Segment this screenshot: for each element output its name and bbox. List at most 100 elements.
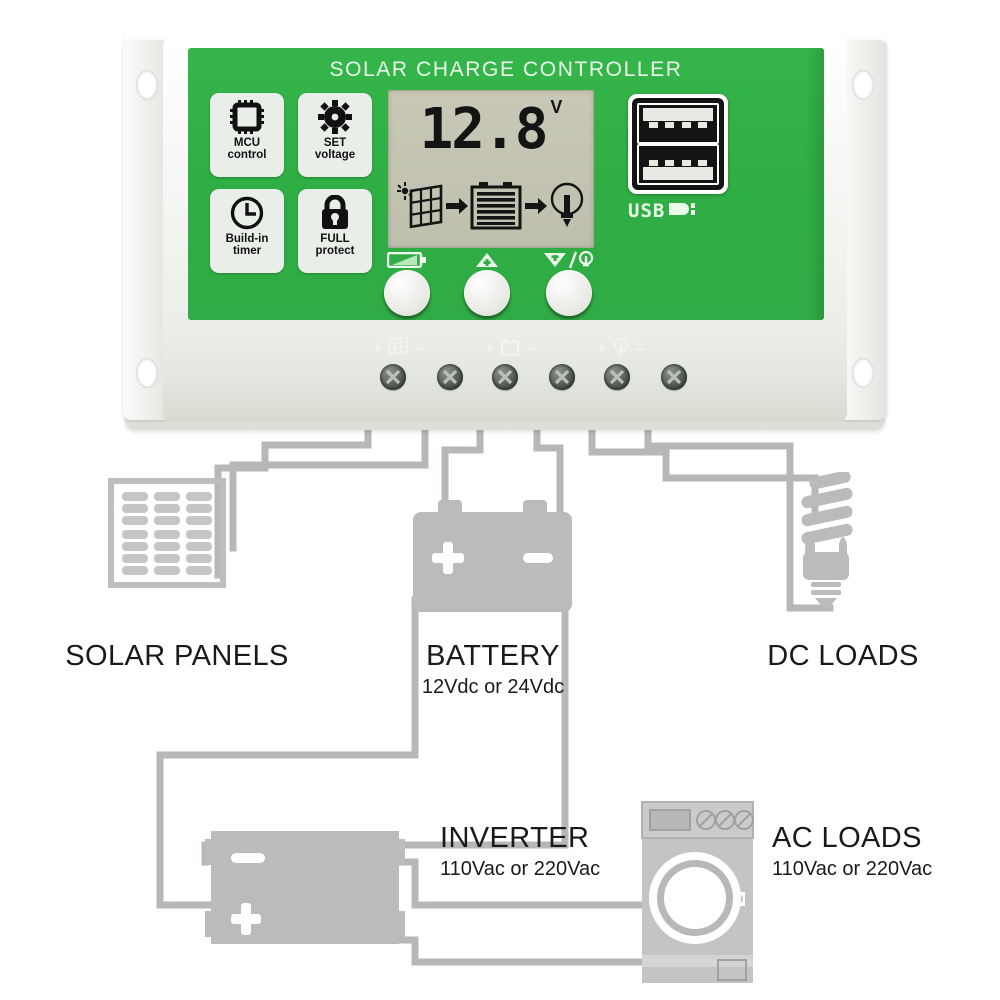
badge-label-line2: control xyxy=(227,149,267,161)
solar-panel-icon xyxy=(387,335,409,361)
button-row xyxy=(382,251,598,316)
terminal-screw-solar-minus[interactable] xyxy=(437,364,463,390)
wire-solar-minus xyxy=(229,426,429,552)
mount-hole xyxy=(852,70,874,100)
chip-icon xyxy=(210,97,284,137)
badge-label-line1: SET xyxy=(323,137,347,149)
wire-solar-plus xyxy=(214,426,372,579)
mount-hole xyxy=(136,70,158,100)
terminal-screws xyxy=(163,364,847,404)
badge-label-line1: FULL xyxy=(320,233,350,245)
terminal-marking-load: + − xyxy=(597,337,645,361)
mounting-flange-right xyxy=(839,40,887,420)
badge-label-line2: timer xyxy=(232,245,262,257)
usb-port-2[interactable] xyxy=(637,144,719,185)
terminal-strip: + − + − xyxy=(163,330,847,422)
terminal-screw-load-plus[interactable] xyxy=(604,364,630,390)
badge-label-line2: voltage xyxy=(314,149,356,161)
label-title: AC LOADS xyxy=(772,822,922,854)
wire-inverter-to-acload-2 xyxy=(396,936,649,966)
label-title: INVERTER xyxy=(440,822,590,854)
badge-buildin-timer: Build-in timer xyxy=(210,189,284,273)
arrow-right-icon xyxy=(445,197,468,219)
usb-label-group: USB xyxy=(628,200,732,222)
up-button[interactable] xyxy=(464,270,510,316)
usb-tongue xyxy=(643,167,713,180)
solar-panel-icon xyxy=(397,181,443,236)
label-subtitle: 110Vac or 220Vac xyxy=(440,858,601,880)
battery-icon xyxy=(499,337,521,361)
terminal-screw-load-minus[interactable] xyxy=(661,364,687,390)
ac-load-component xyxy=(640,800,755,990)
label-dc-loads: DC LOADS xyxy=(728,640,958,673)
badge-label-line2: protect xyxy=(315,245,355,257)
voltage-unit: V xyxy=(550,97,563,117)
voltage-value: 12.8 xyxy=(419,97,549,162)
badge-set-voltage: SET voltage xyxy=(298,93,372,177)
up-arrow-plus-icon xyxy=(462,252,512,268)
solar-panel-component xyxy=(108,478,226,593)
battery-icon xyxy=(470,181,522,235)
terminal-marking-battery: + − xyxy=(485,338,535,360)
wire-dc-minus xyxy=(644,426,834,612)
lock-icon xyxy=(298,193,372,233)
terminal-plus: + xyxy=(485,340,494,358)
arrow-right-icon xyxy=(524,197,547,219)
terminal-minus: − xyxy=(413,340,423,358)
badge-label-line1: MCU xyxy=(233,137,261,149)
label-title: SOLAR PANELS xyxy=(65,640,289,672)
down-arrow-bulb-icon xyxy=(540,251,598,269)
terminal-minus: − xyxy=(635,340,645,358)
clock-icon xyxy=(210,193,284,233)
wire-inverter-to-acload-1 xyxy=(396,858,649,909)
mount-hole xyxy=(852,358,874,388)
terminal-plus: + xyxy=(597,340,606,358)
terminal-marking-solar: + − xyxy=(373,335,423,361)
label-solar-panels: SOLAR PANELS xyxy=(62,640,292,673)
down-light-button[interactable] xyxy=(546,270,592,316)
badge-label-line1: Build-in xyxy=(225,233,269,245)
terminal-screw-battery-plus[interactable] xyxy=(492,364,518,390)
label-battery: BATTERY 12Vdc or 24Vdc xyxy=(378,640,608,699)
usb-port-1[interactable] xyxy=(637,103,719,144)
terminal-screw-battery-minus[interactable] xyxy=(549,364,575,390)
bulb-icon xyxy=(549,181,585,236)
label-subtitle: 12Vdc or 24Vdc xyxy=(421,676,565,698)
battery-component xyxy=(405,500,580,617)
usb-pins xyxy=(649,122,707,128)
wire-batt-minus xyxy=(533,426,564,514)
usb-pins xyxy=(649,160,707,166)
battery-slash-icon xyxy=(382,252,432,268)
terminal-minus: − xyxy=(525,340,535,358)
usb-ports[interactable] xyxy=(628,94,728,194)
usb-label: USB xyxy=(628,200,666,222)
badge-full-protect: FULL protect xyxy=(298,189,372,273)
wire-batt-plus xyxy=(441,426,484,514)
controller-faceplate: SOLAR CHARGE CONTROLLER xyxy=(188,48,824,320)
wire-dc-plus xyxy=(588,426,819,516)
feature-badges: MCU control xyxy=(210,93,374,273)
inverter-component xyxy=(205,825,405,955)
usb-plug-icon xyxy=(669,201,696,222)
menu-button[interactable] xyxy=(384,270,430,316)
terminal-plus: + xyxy=(373,340,382,358)
badge-mcu-control: MCU control xyxy=(210,93,284,177)
bulb-icon xyxy=(611,337,631,361)
label-ac-loads: AC LOADS 110Vac or 220Vac xyxy=(772,822,992,881)
brand-title: SOLAR CHARGE CONTROLLER xyxy=(329,58,683,81)
lcd-flow-diagram xyxy=(397,177,585,239)
solar-charge-controller: SOLAR CHARGE CONTROLLER xyxy=(123,30,887,430)
usb-inner-housing xyxy=(632,98,724,190)
mount-hole xyxy=(136,358,158,388)
dc-load-component xyxy=(785,470,865,617)
label-title: BATTERY xyxy=(426,640,560,672)
label-inverter: INVERTER 110Vac or 220Vac xyxy=(440,822,640,881)
label-subtitle: 110Vac or 220Vac xyxy=(772,858,933,880)
gear-icon xyxy=(298,97,372,137)
usb-tongue xyxy=(643,108,713,121)
terminal-screw-solar-plus[interactable] xyxy=(380,364,406,390)
